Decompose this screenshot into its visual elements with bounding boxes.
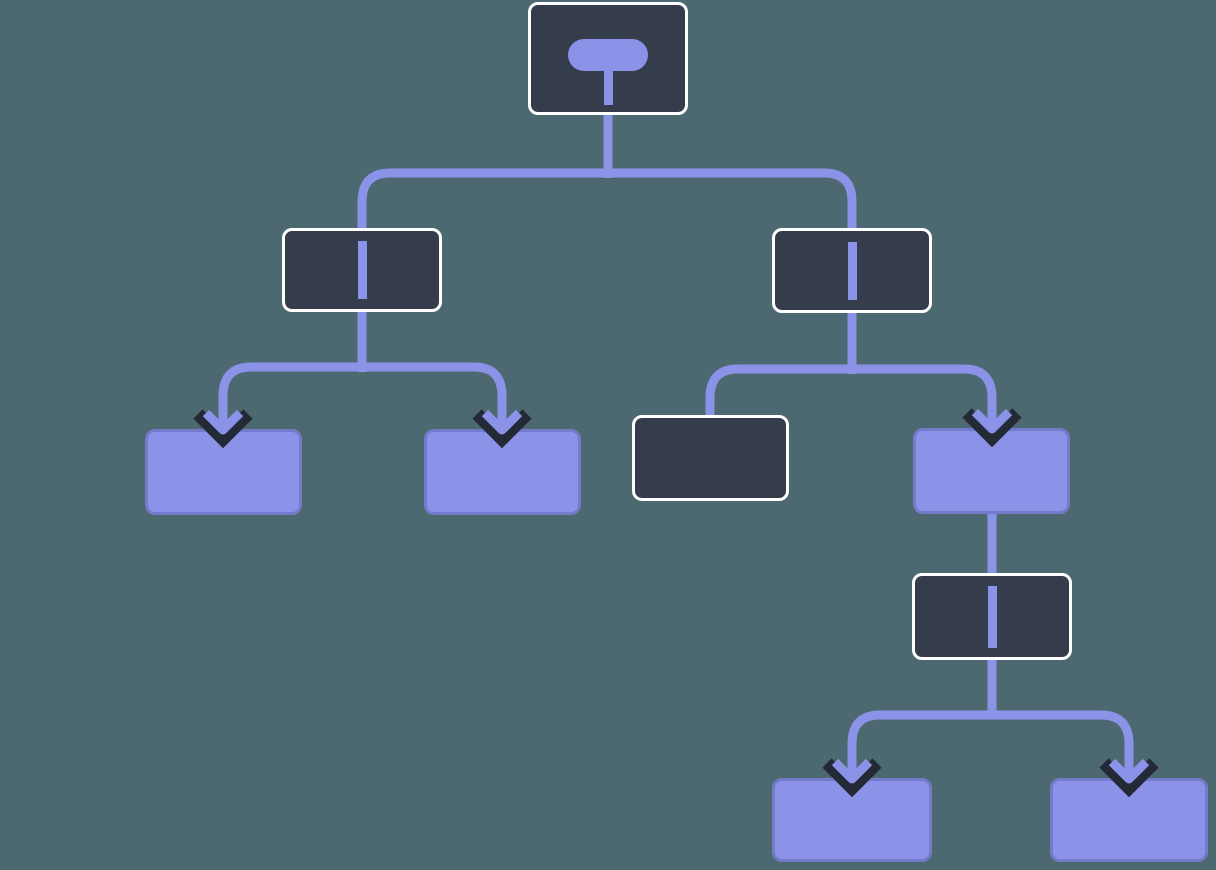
connector-branch-right-split [705,364,997,424]
vertical-divider-line [847,241,857,300]
node-branch-right[interactable] [772,228,932,313]
node-branch-lower[interactable] [912,573,1072,660]
vertical-divider-line [357,241,367,299]
pill-connector-stem [603,71,613,105]
arrow-down-icon [822,752,882,798]
arrow-down-icon [472,403,532,449]
node-branch-left[interactable] [282,228,442,312]
arrow-down-icon [1099,752,1159,798]
node-plain[interactable] [632,415,789,501]
connector-branch-lower-split [847,710,1134,772]
pill-connector-icon [568,39,648,71]
vertical-divider-line [987,585,997,648]
node-root[interactable] [528,2,688,115]
arrow-down-icon [962,402,1022,448]
connector-root-split [357,168,857,228]
connector-branch-left-split [218,362,507,425]
arrow-down-icon [193,403,253,449]
